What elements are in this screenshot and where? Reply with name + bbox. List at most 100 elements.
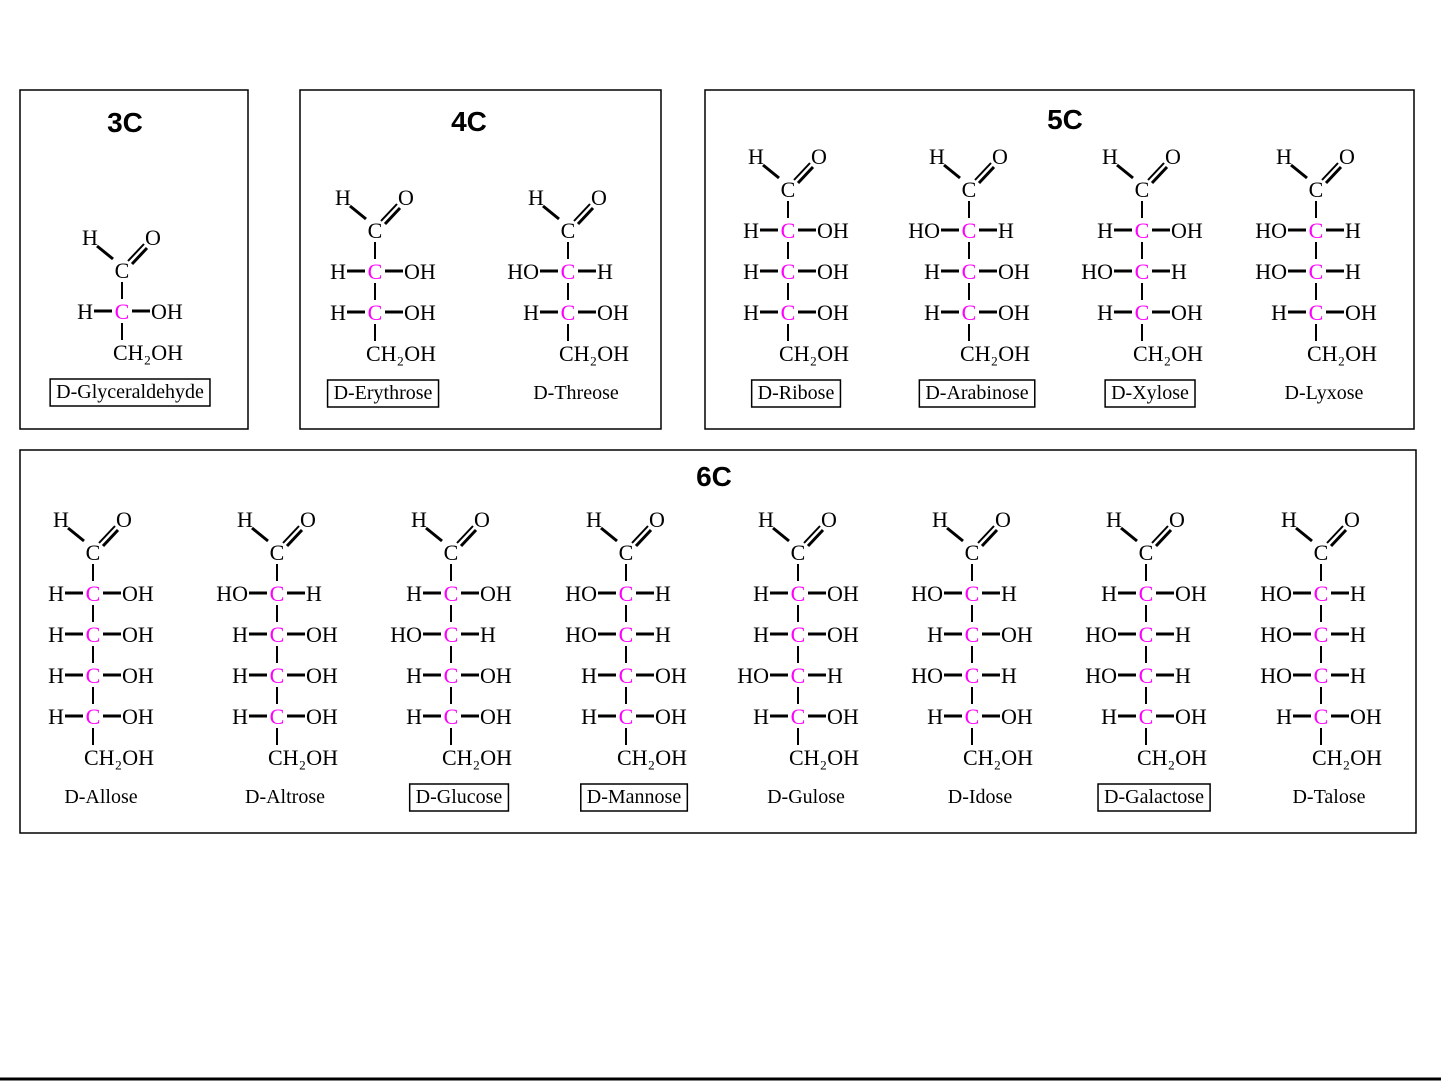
double-bond xyxy=(1329,528,1348,548)
single-bond xyxy=(251,526,269,543)
single-bond xyxy=(772,526,790,543)
group-frame xyxy=(19,89,249,430)
chiral-carbon: C xyxy=(561,259,576,284)
right-substituent: OH xyxy=(1171,300,1203,325)
atom-h: H xyxy=(335,185,351,210)
double-bond xyxy=(1151,525,1169,544)
right-substituent: OH xyxy=(655,704,687,729)
right-substituent: H xyxy=(827,663,843,688)
left-substituent: H xyxy=(743,300,759,325)
molecule-name: D-Talose xyxy=(1292,786,1365,808)
chiral-carbon: C xyxy=(115,299,130,324)
left-substituent: HO xyxy=(565,581,597,606)
atom-o: O xyxy=(992,144,1008,169)
right-substituent: OH xyxy=(1175,704,1207,729)
single-bond xyxy=(946,526,964,543)
double-bond xyxy=(1326,525,1344,544)
chiral-carbon: C xyxy=(619,663,634,688)
chiral-carbon: C xyxy=(619,704,634,729)
right-substituent: H xyxy=(1001,663,1017,688)
aldehyde-carbon: C xyxy=(86,540,101,565)
double-bond xyxy=(576,206,595,226)
right-substituent: H xyxy=(998,218,1014,243)
group-title: 6C xyxy=(696,461,732,492)
left-substituent: HO xyxy=(1260,622,1292,647)
single-bond xyxy=(542,204,560,221)
aldehyde-carbon: C xyxy=(444,540,459,565)
group-title: 5C xyxy=(1047,104,1083,135)
chiral-carbon: C xyxy=(368,259,383,284)
double-bond xyxy=(631,525,649,544)
right-substituent: OH xyxy=(817,300,849,325)
chiral-carbon: C xyxy=(86,622,101,647)
highlight-box xyxy=(1097,783,1211,812)
double-bond xyxy=(1324,165,1343,185)
aldehyde-carbon: C xyxy=(965,540,980,565)
left-substituent: H xyxy=(581,704,597,729)
left-substituent: H xyxy=(1271,300,1287,325)
right-substituent: OH xyxy=(480,581,512,606)
right-substituent: OH xyxy=(151,299,183,324)
single-bond xyxy=(1295,526,1313,543)
left-substituent: H xyxy=(406,581,422,606)
right-substituent: OH xyxy=(306,622,338,647)
right-substituent: OH xyxy=(1171,218,1203,243)
atom-o: O xyxy=(398,185,414,210)
left-substituent: H xyxy=(924,300,940,325)
atom-h: H xyxy=(1281,507,1297,532)
right-substituent: H xyxy=(1350,581,1366,606)
double-bond xyxy=(285,528,304,548)
terminal-ch2oh: CH₂OH xyxy=(963,745,1033,770)
left-substituent: H xyxy=(924,259,940,284)
aldehyde-carbon: C xyxy=(368,218,383,243)
left-substituent: H xyxy=(927,704,943,729)
aldehyde-carbon: C xyxy=(1135,177,1150,202)
chiral-carbon: C xyxy=(444,704,459,729)
chiral-carbon: C xyxy=(1314,663,1329,688)
chiral-carbon: C xyxy=(962,259,977,284)
chiral-carbon: C xyxy=(1135,218,1150,243)
double-bond xyxy=(127,243,145,262)
single-bond xyxy=(425,526,443,543)
molecule-name: D-Glucose xyxy=(416,786,503,808)
double-bond xyxy=(796,165,815,185)
double-bond xyxy=(1150,165,1169,185)
left-substituent: HO xyxy=(565,622,597,647)
chiral-carbon: C xyxy=(86,663,101,688)
double-bond xyxy=(634,528,653,548)
chiral-carbon: C xyxy=(368,300,383,325)
right-substituent: H xyxy=(1345,259,1361,284)
left-substituent: HO xyxy=(216,581,248,606)
left-substituent: H xyxy=(232,622,248,647)
chiral-carbon: C xyxy=(1139,663,1154,688)
right-substituent: H xyxy=(306,581,322,606)
highlight-box xyxy=(580,783,689,812)
single-bond xyxy=(600,526,618,543)
chiral-carbon: C xyxy=(1309,259,1324,284)
chiral-carbon: C xyxy=(791,663,806,688)
group-frame xyxy=(704,89,1415,430)
left-substituent: HO xyxy=(1260,663,1292,688)
right-substituent: OH xyxy=(306,663,338,688)
chiral-carbon: C xyxy=(965,663,980,688)
molecule-name: D-Arabinose xyxy=(925,382,1028,404)
chiral-carbon: C xyxy=(444,581,459,606)
chiral-carbon: C xyxy=(965,622,980,647)
right-substituent: OH xyxy=(655,663,687,688)
chiral-carbon: C xyxy=(965,581,980,606)
right-substituent: H xyxy=(1175,622,1191,647)
highlight-box xyxy=(408,783,510,812)
chiral-carbon: C xyxy=(1314,581,1329,606)
terminal-ch2oh: CH₂OH xyxy=(113,340,183,365)
chiral-carbon: C xyxy=(619,622,634,647)
right-substituent: OH xyxy=(306,704,338,729)
molecule-name: D-Ribose xyxy=(758,382,835,404)
molecule-name: D-Lyxose xyxy=(1285,382,1364,404)
